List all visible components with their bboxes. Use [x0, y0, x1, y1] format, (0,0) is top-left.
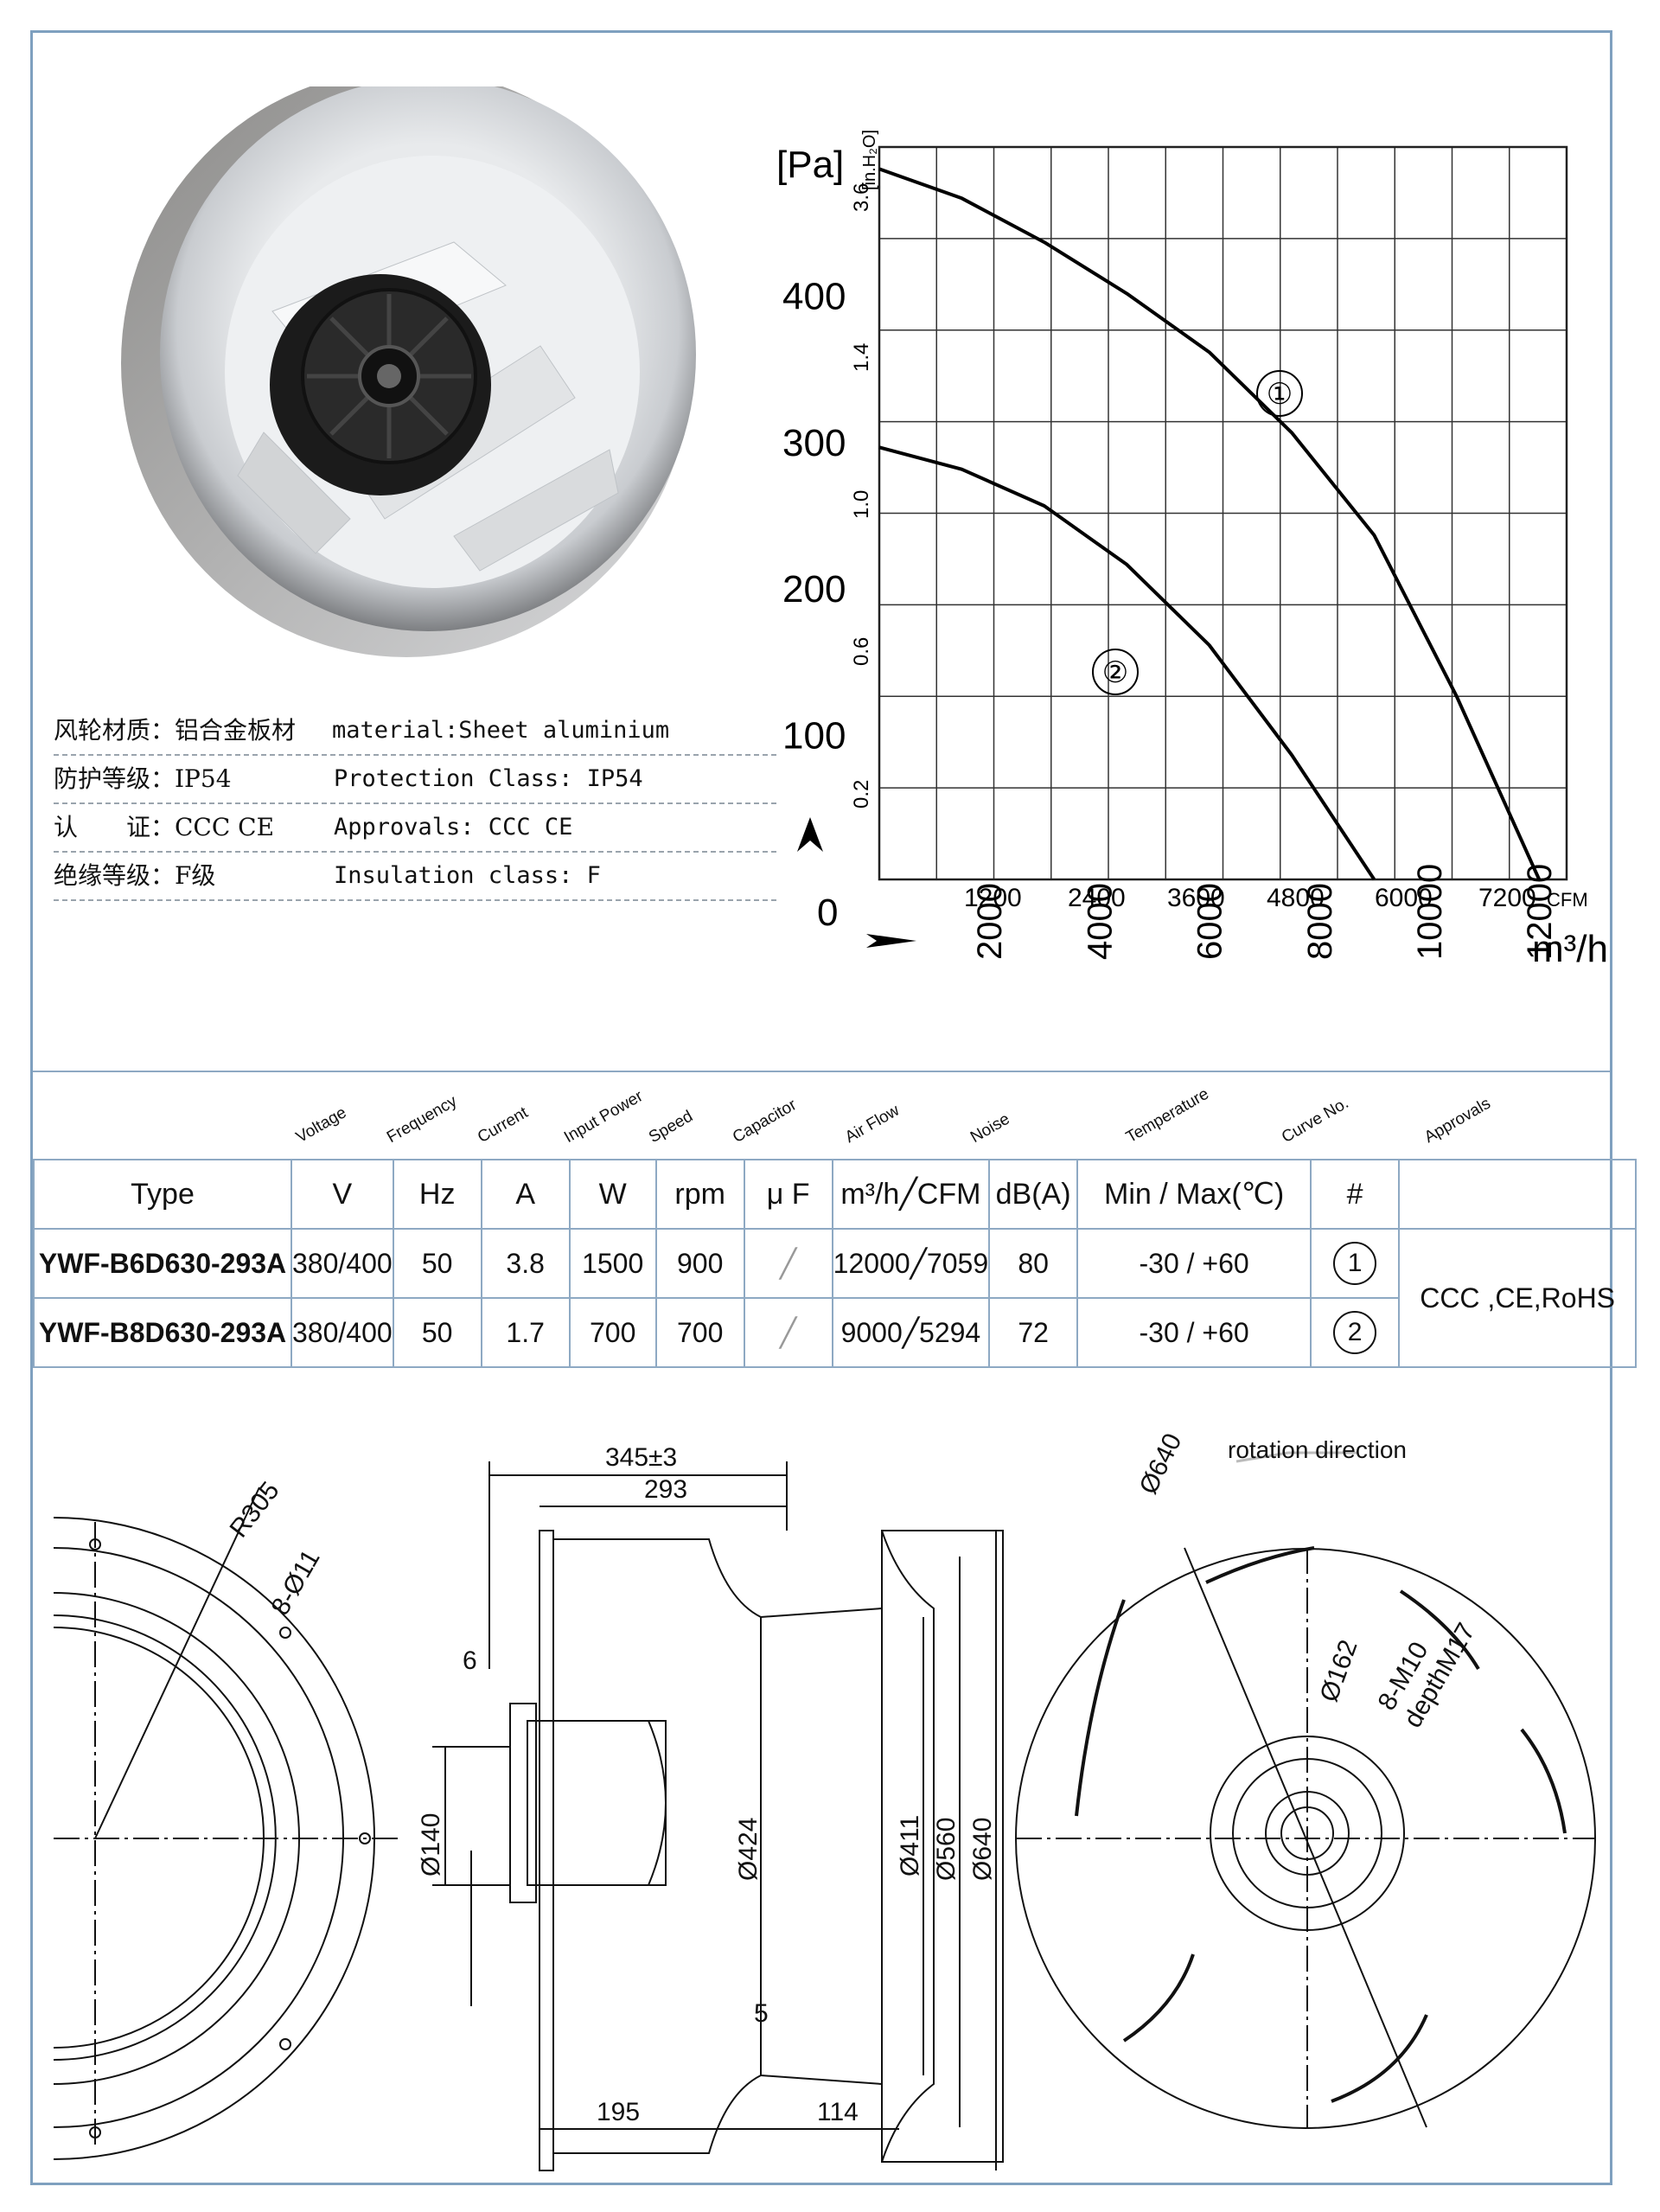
- cell-freq: 50: [392, 1297, 482, 1368]
- table-units-row: Type V Hz A W rpm μ F m³/h╱CFM dB(A) Min…: [33, 1159, 1638, 1230]
- unit-type: Type: [33, 1159, 292, 1230]
- cell-airflow: 9000╱5294: [831, 1297, 991, 1368]
- cell-capacitor: ╱: [743, 1297, 833, 1368]
- cell-noise: 80: [988, 1228, 1079, 1299]
- unit-temp: Min / Max(℃): [1076, 1159, 1312, 1230]
- product-photo: [121, 86, 696, 657]
- table-top-rule: [33, 1071, 1610, 1072]
- spec-zh: 风轮材质：铝合金板材: [54, 716, 297, 745]
- spec-row: 认 证：CCC CE Approvals: CCC CE: [54, 804, 776, 853]
- unit-noise: dB(A): [988, 1159, 1079, 1230]
- unit-curve: #: [1310, 1159, 1401, 1230]
- cell-current: 3.8: [480, 1228, 571, 1299]
- spec-en: Insulation class: F: [334, 862, 601, 889]
- cell-voltage: 380/400: [290, 1297, 394, 1368]
- spec-row: 绝缘等级：F级 Insulation class: F: [54, 853, 776, 901]
- unit-freq: Hz: [392, 1159, 482, 1230]
- curve-number: 2: [1333, 1311, 1377, 1354]
- cell-speed: 700: [654, 1297, 745, 1368]
- cell-power: 1500: [568, 1228, 657, 1299]
- cell-type: YWF-B8D630-293A: [33, 1297, 292, 1368]
- spec-table: Type V Hz A W rpm μ F m³/h╱CFM dB(A) Min…: [33, 1159, 1638, 1368]
- spec-en: Protection Class: IP54: [334, 765, 643, 792]
- unit-current: A: [480, 1159, 571, 1230]
- unit-voltage: V: [290, 1159, 394, 1230]
- cell-curve: 1: [1310, 1228, 1401, 1299]
- cell-curve: 2: [1310, 1297, 1401, 1368]
- spec-zh: 绝缘等级：F级: [54, 861, 216, 890]
- cell-airflow: 12000╱7059: [831, 1228, 991, 1299]
- unit-speed: rpm: [654, 1159, 745, 1230]
- cell-current: 1.7: [480, 1297, 571, 1368]
- unit-capacitor: μ F: [743, 1159, 833, 1230]
- table-row: YWF-B6D630-293A 380/400 50 3.8 1500 900 …: [33, 1228, 1638, 1368]
- spec-list: 风轮材质：铝合金板材 material:Sheet aluminium 防护等级…: [54, 707, 776, 901]
- cell-voltage: 380/400: [290, 1228, 394, 1299]
- unit-airflow: m³/h╱CFM: [831, 1159, 991, 1230]
- spec-en: Approvals: CCC CE: [334, 814, 573, 841]
- cell-approvals: CCC ,CE,RoHS: [1398, 1228, 1638, 1368]
- spec-zh: 认 证：CCC CE: [54, 813, 275, 841]
- cell-power: 700: [568, 1297, 657, 1368]
- spec-row: 风轮材质：铝合金板材 material:Sheet aluminium: [54, 707, 776, 756]
- unit-approvals: [1398, 1159, 1638, 1229]
- cell-type: YWF-B6D630-293A: [33, 1228, 292, 1299]
- cell-noise: 72: [988, 1297, 1079, 1368]
- table-row: YWF-B8D630-293A 380/400 50 1.7 700 700 ╱…: [33, 1297, 1636, 1368]
- cell-temp: -30 / +60: [1076, 1228, 1312, 1299]
- page-frame: [30, 30, 1612, 2185]
- spec-zh: 防护等级：IP54: [54, 764, 232, 793]
- cell-temp: -30 / +60: [1076, 1297, 1312, 1368]
- unit-power: W: [568, 1159, 657, 1230]
- spec-en: material:Sheet aluminium: [332, 717, 670, 744]
- cell-speed: 900: [654, 1228, 745, 1299]
- cell-capacitor: ╱: [743, 1228, 833, 1299]
- cell-freq: 50: [392, 1228, 482, 1299]
- spec-row: 防护等级：IP54 Protection Class: IP54: [54, 756, 776, 804]
- curve-number: 1: [1333, 1242, 1377, 1285]
